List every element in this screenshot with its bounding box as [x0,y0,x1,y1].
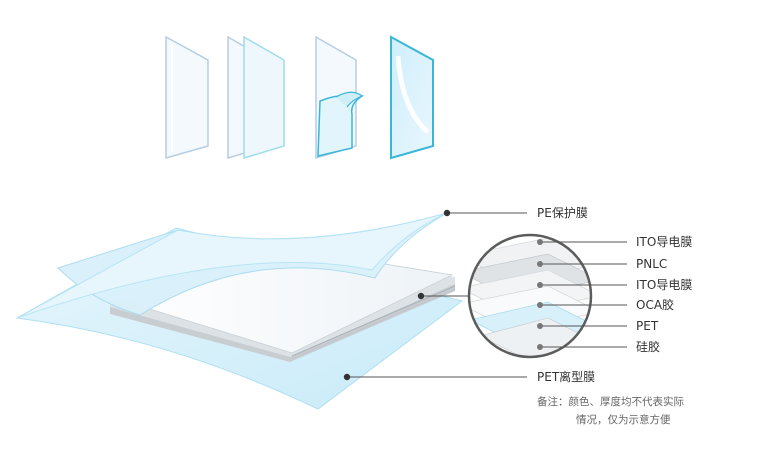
glass-panel-2-double [227,35,285,160]
label-oca-adhesive: OCA胶 [636,298,675,312]
label-pe-protective-film: PE保护膜 [537,206,588,220]
label-ito-conductive-film-top: ITO导电膜 [636,235,693,249]
leader-dots [343,209,543,381]
glass-panel-3-peeling [315,35,365,160]
label-pet: PET [636,319,659,333]
label-ito-conductive-film-bottom: ITO导电膜 [636,278,693,292]
label-silicone: 硅胶 [636,340,661,354]
glass-panel-4-cyan [390,35,434,160]
glass-panel-1 [165,35,209,159]
note-line-2: 情况，仅为示意方便 [576,414,671,426]
leader-lines [347,212,627,378]
label-pet-release-film: PET离型膜 [537,370,596,384]
magnifier-detail [467,233,593,359]
label-pnlc: PNLC [636,257,668,271]
pe-protective-film [16,212,448,319]
note-line-1: 备注：颜色、厚度均不代表实际 [537,396,684,408]
